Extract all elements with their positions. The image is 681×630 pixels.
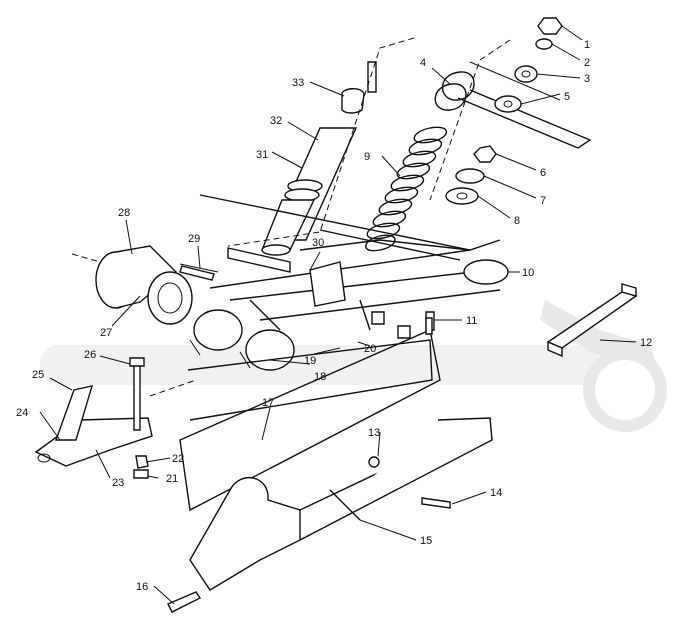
callout-27: 27 xyxy=(100,327,112,339)
callout-5: 5 xyxy=(564,91,570,103)
callout-31: 31 xyxy=(256,149,268,161)
chain-case xyxy=(179,329,493,591)
callout-17: 17 xyxy=(262,397,274,409)
callout-9: 9 xyxy=(364,151,370,163)
callout-16: 16 xyxy=(136,581,148,593)
callout-12: 12 xyxy=(640,337,652,349)
top-fasteners xyxy=(445,17,592,205)
callout-32: 32 xyxy=(270,115,282,127)
callout-8: 8 xyxy=(514,215,520,227)
callout-10: 10 xyxy=(522,267,534,279)
swing-arm-frame xyxy=(179,194,509,339)
callout-1: 1 xyxy=(584,39,590,51)
callout-4: 4 xyxy=(420,57,426,69)
bolts xyxy=(167,265,451,613)
callout-24: 24 xyxy=(16,407,28,419)
callout-11: 11 xyxy=(466,315,477,327)
callout-22: 22 xyxy=(172,453,184,465)
callout-23: 23 xyxy=(112,477,124,489)
callout-labels: 1 2 3 4 5 6 7 8 9 10 11 12 13 14 15 16 1… xyxy=(16,39,652,593)
callout-33: 33 xyxy=(292,77,304,89)
callout-2: 2 xyxy=(584,57,590,69)
square-tube xyxy=(546,283,638,358)
callout-leaders xyxy=(39,25,637,605)
callout-29: 29 xyxy=(188,233,200,245)
callout-19: 19 xyxy=(304,355,316,367)
watermark-graphic xyxy=(40,300,667,432)
callout-25: 25 xyxy=(32,369,44,381)
callout-30: 30 xyxy=(312,237,324,249)
callout-28: 28 xyxy=(118,207,130,219)
callout-14: 14 xyxy=(490,487,502,499)
callout-15: 15 xyxy=(420,535,432,547)
callout-21: 21 xyxy=(166,473,178,485)
callout-3: 3 xyxy=(584,73,590,85)
spring-assembly xyxy=(365,39,511,252)
callout-18: 18 xyxy=(314,371,326,383)
callout-6: 6 xyxy=(540,167,546,179)
shock-absorber xyxy=(227,37,415,256)
callout-20: 20 xyxy=(364,343,376,355)
callout-26: 26 xyxy=(84,349,96,361)
callout-7: 7 xyxy=(540,195,546,207)
front-bracket xyxy=(34,357,197,479)
callout-13: 13 xyxy=(368,427,380,439)
axle-clamps xyxy=(71,245,295,371)
